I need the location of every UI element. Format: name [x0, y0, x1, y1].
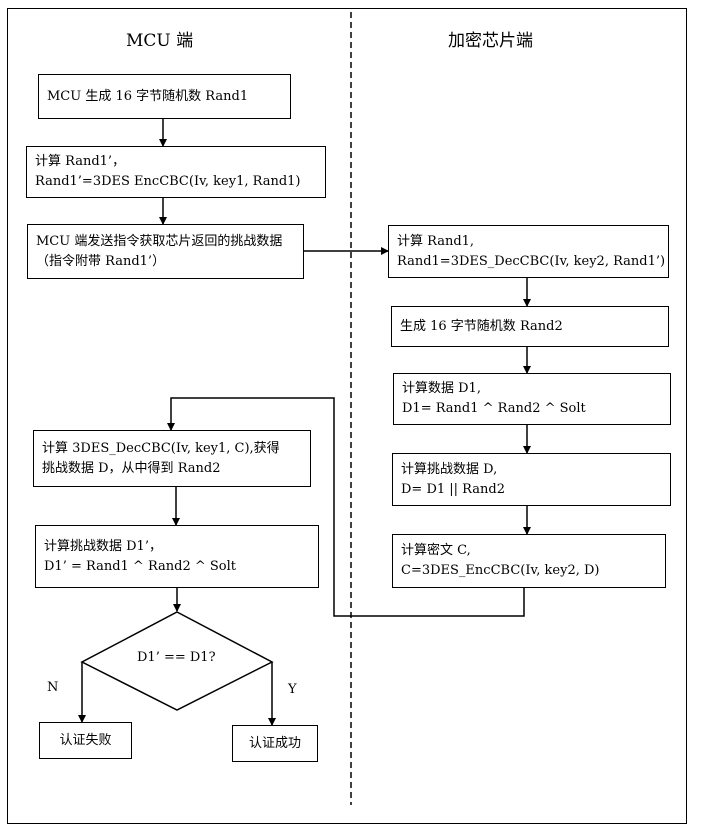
step-calc-rand1-line1: 计算 Rand1,: [397, 233, 475, 249]
step-calc-c-line2: C=3DES_EncCBC(Iv, key2, D): [401, 563, 600, 578]
step-decrypt-c: 计算 3DES_DecCBC(Iv, key1, C),获得 挑战数据 D，从中…: [33, 430, 311, 487]
result-success: 认证成功: [232, 725, 318, 762]
step-decrypt-c-line2: 挑战数据 D，从中得到 Rand2: [42, 460, 221, 476]
step-calc-d1p-line1: 计算挑战数据 D1’，: [44, 538, 162, 554]
step-send-command-text: MCU 端发送指令获取芯片返回的挑战数据（指令附带 Rand1’）: [36, 233, 283, 269]
step-calc-d-line2: D= D1 || Rand2: [401, 481, 505, 497]
step-decrypt-c-line1: 计算 3DES_DecCBC(Iv, key1, C),获得: [42, 440, 280, 456]
step-send-command: MCU 端发送指令获取芯片返回的挑战数据（指令附带 Rand1’）: [27, 224, 304, 279]
step-calc-d1-line2: D1= Rand1 ^ Rand2 ^ Solt: [402, 401, 586, 416]
step-calc-d-line1: 计算挑战数据 D,: [401, 461, 498, 477]
decision-diamond: [80, 611, 274, 711]
step-calc-rand1: 计算 Rand1, Rand1=3DES_DecCBC(Iv, key2, Ra…: [388, 225, 669, 278]
chip-column-title: 加密芯片端: [448, 31, 533, 51]
no-branch-label: N: [47, 680, 59, 695]
step-gen-rand1: MCU 生成 16 字节随机数 Rand1: [38, 74, 291, 119]
step-calc-d: 计算挑战数据 D, D= D1 || Rand2: [392, 453, 671, 506]
step-calc-d1-line1: 计算数据 D1,: [402, 381, 481, 396]
step-calc-c: 计算密文 C, C=3DES_EncCBC(Iv, key2, D): [392, 534, 666, 588]
step-calc-d1p-line2: D1’ = Rand1 ^ Rand2 ^ Solt: [44, 558, 237, 574]
result-success-text: 认证成功: [248, 735, 301, 751]
step-gen-rand1-text: MCU 生成 16 字节随机数 Rand1: [47, 88, 249, 104]
arrow-c-to-mcu: [167, 397, 525, 617]
mcu-column-title: MCU 端: [126, 31, 194, 51]
step-gen-rand2: 生成 16 字节随机数 Rand2: [391, 306, 669, 347]
step-calc-c-line1: 计算密文 C,: [401, 543, 471, 558]
step-calc-d1: 计算数据 D1, D1= Rand1 ^ Rand2 ^ Solt: [393, 373, 671, 425]
step-calc-rand1-line2: Rand1=3DES_DecCBC(Iv, key2, Rand1’): [397, 253, 666, 269]
diagram-frame: [7, 8, 687, 824]
step-calc-d1p: 计算挑战数据 D1’， D1’ = Rand1 ^ Rand2 ^ Solt: [35, 525, 319, 588]
yes-branch-label: Y: [288, 682, 297, 697]
step-gen-rand2-text: 生成 16 字节随机数 Rand2: [400, 318, 563, 334]
step-calc-rand1p: 计算 Rand1’， Rand1’=3DES EncCBC(Iv, key1, …: [26, 146, 326, 198]
step-calc-rand1p-line2: Rand1’=3DES EncCBC(Iv, key1, Rand1): [35, 174, 301, 189]
step-calc-rand1p-line1: 计算 Rand1’，: [35, 154, 126, 169]
decision-label: D1’ == D1?: [137, 650, 216, 665]
result-fail-text: 认证失败: [59, 732, 112, 748]
result-fail: 认证失败: [39, 722, 132, 759]
